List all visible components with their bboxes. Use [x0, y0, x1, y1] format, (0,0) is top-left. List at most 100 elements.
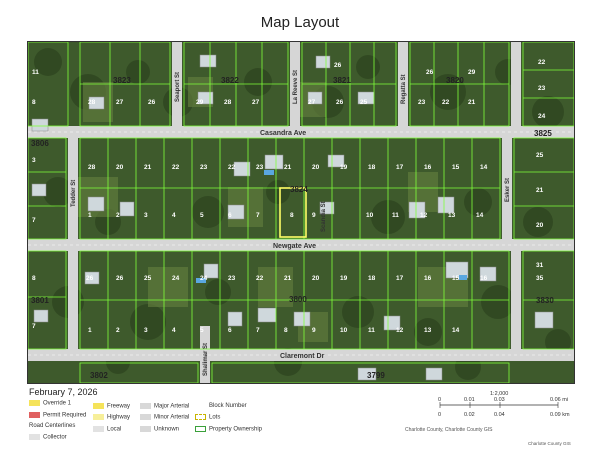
- scale-km-3: 0.09 km: [550, 412, 570, 418]
- lot-number-label: 3: [32, 157, 36, 164]
- lot-number-label: 19: [340, 164, 348, 171]
- lot-number-label: 15: [452, 275, 460, 282]
- legend-permit: Permit Required: [29, 412, 86, 419]
- lot-number-label: 20: [312, 275, 320, 282]
- legend-minor-arterial: Minor Arterial: [140, 414, 189, 421]
- lot-number-label: 16: [480, 275, 488, 282]
- legend-major-arterial: Major Arterial: [140, 403, 189, 410]
- highway-swatch-icon: [93, 414, 104, 420]
- lot-number-label: 26: [426, 69, 434, 76]
- lot-number-label: 12: [396, 327, 404, 334]
- lot-number-label: 29: [468, 69, 476, 76]
- lot-number-label: 24: [538, 113, 546, 120]
- block-label-3799: 3799: [367, 371, 385, 380]
- lot-number-label: 1: [88, 327, 92, 334]
- lot-number-label: 8: [32, 99, 36, 106]
- road-label-newgate-ave: Newgate Ave: [273, 243, 316, 250]
- block-label-3820: 3820: [446, 76, 464, 85]
- lot-number-label: 11: [32, 69, 39, 76]
- scale-km-2: 0.04: [494, 412, 505, 418]
- subject-lot-highlight[interactable]: [279, 187, 307, 238]
- block-label-3830: 3830: [536, 296, 554, 305]
- collector-swatch-icon: [29, 434, 40, 440]
- lot-number-label: 26: [336, 99, 344, 106]
- lot-number-label: 3: [144, 327, 148, 334]
- road-label-regatta-st: Regatta St: [401, 74, 407, 104]
- block-label-3821: 3821: [333, 76, 351, 85]
- lot-number-label: 20: [536, 222, 544, 229]
- lot-number-label: 22: [256, 275, 264, 282]
- scale-mi-1: 0.01: [464, 397, 475, 403]
- lot-number-label: 27: [116, 99, 124, 106]
- lot-number-label: 10: [366, 212, 374, 219]
- lot-number-label: 31: [536, 262, 544, 269]
- road-label-scandia-st: Scandia St: [321, 201, 327, 232]
- lot-number-label: 26: [334, 62, 342, 69]
- lot-number-label: 23: [538, 85, 546, 92]
- legend-freeway: Freeway: [93, 403, 130, 410]
- override-swatch-icon: [29, 400, 40, 406]
- lot-number-label: 22: [538, 59, 546, 66]
- map-credit: Charlotte County, Charlotte County GIS: [405, 427, 493, 433]
- lot-number-label: 18: [368, 164, 376, 171]
- scale-ratio: 1:2,000: [490, 391, 508, 397]
- legend-road-centerlines: Road Centerlines: [29, 423, 76, 429]
- lot-number-label: 8: [284, 327, 288, 334]
- scale-mi-0: 0: [438, 397, 441, 403]
- lot-number-label: 26: [116, 275, 124, 282]
- block-label-3801: 3801: [31, 296, 49, 305]
- map-legend: Override 1 Permit Required Road Centerli…: [29, 400, 329, 460]
- block-label-3822: 3822: [221, 76, 239, 85]
- lot-number-label: 19: [340, 275, 348, 282]
- lot-number-label: 5: [200, 327, 204, 334]
- lot-number-label: 23: [256, 164, 264, 171]
- lot-number-label: 7: [256, 327, 260, 334]
- map-credit-short: Charlotte County GIS: [528, 441, 571, 446]
- lot-number-label: 8: [290, 212, 294, 219]
- road-label-seaport-st: Seaport St: [175, 72, 181, 102]
- block-label-3825: 3825: [534, 129, 552, 138]
- road-label-claremont-dr: Claremont Dr: [280, 353, 325, 360]
- block-label-3824: 3824: [290, 185, 308, 194]
- lot-number-label: 27: [252, 99, 260, 106]
- property-swatch-icon: [195, 426, 206, 432]
- lot-number-label: 22: [228, 164, 236, 171]
- lot-number-label: 28: [88, 164, 96, 171]
- lot-number-label: 14: [480, 164, 488, 171]
- lot-number-label: 21: [284, 164, 292, 171]
- lot-number-label: 13: [448, 212, 456, 219]
- block-label-3806: 3806: [31, 139, 49, 148]
- road-label-casandra-ave: Casandra Ave: [260, 130, 306, 137]
- road-label-tedder-st: Tedder St: [71, 180, 77, 207]
- lot-number-label: 23: [418, 99, 426, 106]
- lot-number-label: 7: [256, 212, 260, 219]
- lot-number-label: 11: [392, 212, 399, 219]
- legend-override: Override 1: [29, 400, 71, 407]
- lot-number-label: 2: [116, 327, 120, 334]
- map-date: February 7, 2026: [29, 387, 98, 397]
- lot-number-label: 26: [148, 99, 156, 106]
- lot-number-label: 7: [32, 217, 36, 224]
- legend-highway: Highway: [93, 414, 130, 421]
- scale-mi-3: 0.06 mi: [550, 397, 568, 403]
- lot-number-label: 13: [424, 327, 432, 334]
- lot-number-label: 20: [116, 164, 124, 171]
- lot-number-label: 4: [172, 212, 176, 219]
- road-label-esker-st: Esker St: [505, 178, 511, 202]
- local-swatch-icon: [93, 426, 104, 432]
- legend-collector: Collector: [29, 434, 67, 441]
- lot-number-label: 1: [88, 212, 92, 219]
- lot-number-label: 8: [32, 275, 36, 282]
- lot-number-label: 5: [200, 212, 204, 219]
- legend-block-number: Block Number: [209, 403, 247, 409]
- lot-number-label: 16: [424, 164, 432, 171]
- scale-mi-2: 0.03: [494, 397, 505, 403]
- lot-number-label: 21: [144, 164, 152, 171]
- lot-number-label: 14: [476, 212, 484, 219]
- lot-number-label: 4: [172, 327, 176, 334]
- lot-number-label: 9: [312, 212, 316, 219]
- lot-number-label: 21: [284, 275, 292, 282]
- lot-number-label: 3: [144, 212, 148, 219]
